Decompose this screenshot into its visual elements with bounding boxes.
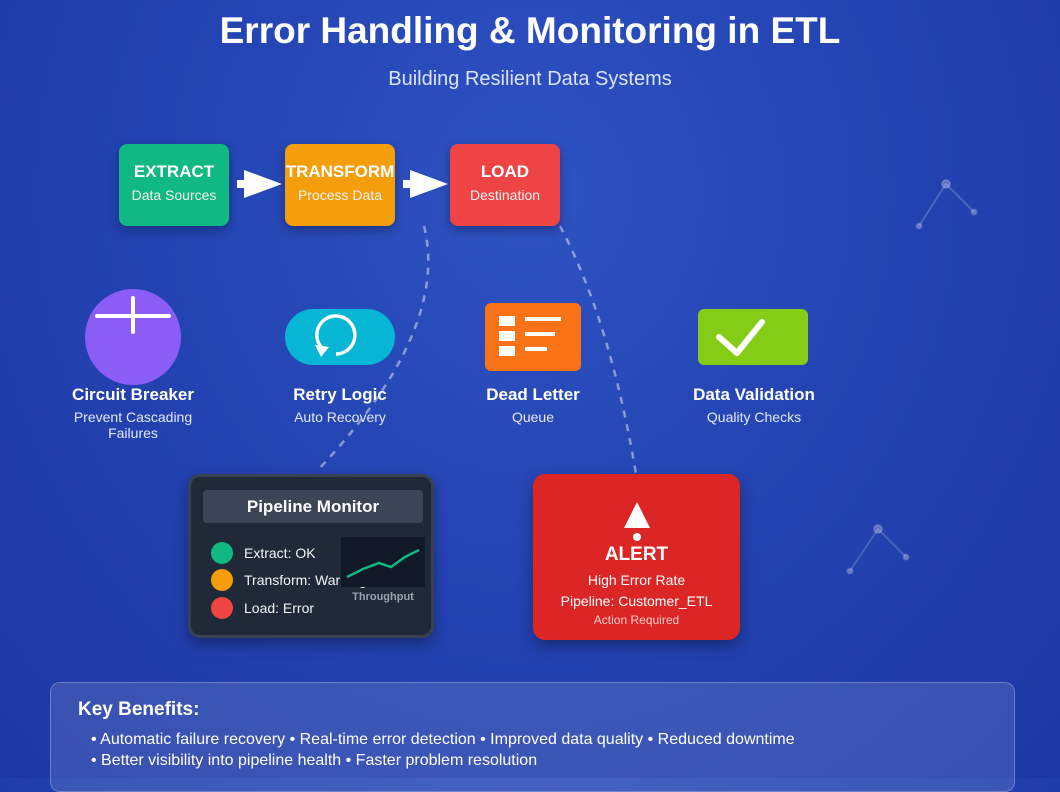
benefits-line: • Better visibility into pipeline health… bbox=[91, 752, 538, 769]
monitor-title: Pipeline Monitor bbox=[203, 490, 423, 523]
stage-extract[interactable]: EXTRACT Data Sources bbox=[119, 144, 229, 226]
checkmark-icon bbox=[698, 309, 808, 365]
feature-title: Circuit Breaker bbox=[72, 385, 194, 404]
stage-subtitle: Process Data bbox=[297, 187, 383, 203]
feature-title: Dead Letter bbox=[486, 385, 580, 404]
page-subtitle: Building Resilient Data Systems bbox=[388, 68, 672, 90]
warning-icon bbox=[624, 502, 650, 541]
throughput-sparkline bbox=[341, 537, 425, 587]
status-dot bbox=[211, 542, 233, 564]
retry-icon bbox=[285, 309, 395, 365]
alert-pipeline: Pipeline: Customer_ETL bbox=[560, 593, 713, 609]
status-label: Extract: OK bbox=[244, 545, 316, 561]
chart-label: Throughput bbox=[352, 591, 414, 603]
pipeline-monitor-panel[interactable]: Pipeline Monitor Extract: OK Transform: … bbox=[188, 474, 434, 638]
alert-title: ALERT bbox=[604, 544, 669, 565]
stage-transform[interactable]: TRANSFORM Process Data bbox=[285, 144, 395, 226]
benefits-title: Key Benefits: bbox=[78, 699, 200, 720]
stage-subtitle: Destination bbox=[469, 187, 541, 203]
stage-title: EXTRACT bbox=[133, 162, 215, 181]
feature-subtitle: Queue bbox=[511, 409, 555, 425]
status-dot bbox=[211, 597, 233, 619]
page-title: Error Handling & Monitoring in ETL bbox=[219, 10, 841, 51]
key-benefits-panel: Key Benefits: • Automatic failure recove… bbox=[50, 682, 1015, 792]
feature-data-validation: Data Validation Quality Checks bbox=[664, 385, 844, 425]
status-label: Load: Error bbox=[244, 600, 315, 616]
feature-subtitle: Prevent Cascading Failures bbox=[73, 409, 193, 441]
status-dot bbox=[211, 569, 233, 591]
list-icon bbox=[485, 303, 581, 371]
stage-subtitle: Data Sources bbox=[131, 187, 217, 203]
benefits-line: • Automatic failure recovery • Real-time… bbox=[91, 731, 795, 748]
feature-subtitle: Auto Recovery bbox=[294, 409, 386, 425]
alert-message: High Error Rate bbox=[587, 572, 686, 588]
alert-action: Action Required bbox=[593, 613, 680, 627]
alert-card[interactable]: ALERT High Error Rate Pipeline: Customer… bbox=[533, 474, 740, 640]
feature-dead-letter: Dead Letter Queue bbox=[443, 385, 623, 425]
feature-title: Retry Logic bbox=[293, 385, 387, 404]
feature-retry-logic: Retry Logic Auto Recovery bbox=[250, 385, 430, 425]
feature-title: Data Validation bbox=[693, 385, 815, 404]
feature-subtitle: Quality Checks bbox=[706, 409, 802, 425]
arrow-right-icon bbox=[237, 170, 282, 198]
network-decoration-icon bbox=[846, 524, 910, 575]
stage-title: LOAD bbox=[480, 162, 530, 181]
feature-circuit-breaker: Circuit Breaker Prevent Cascading Failur… bbox=[43, 385, 223, 441]
circuit-breaker-icon bbox=[85, 289, 181, 385]
stage-title: TRANSFORM bbox=[285, 162, 395, 181]
network-decoration-icon bbox=[915, 179, 978, 230]
arrow-right-icon bbox=[403, 170, 448, 198]
stage-load[interactable]: LOAD Destination bbox=[450, 144, 560, 226]
status-label: Transform: Warning bbox=[244, 572, 367, 588]
